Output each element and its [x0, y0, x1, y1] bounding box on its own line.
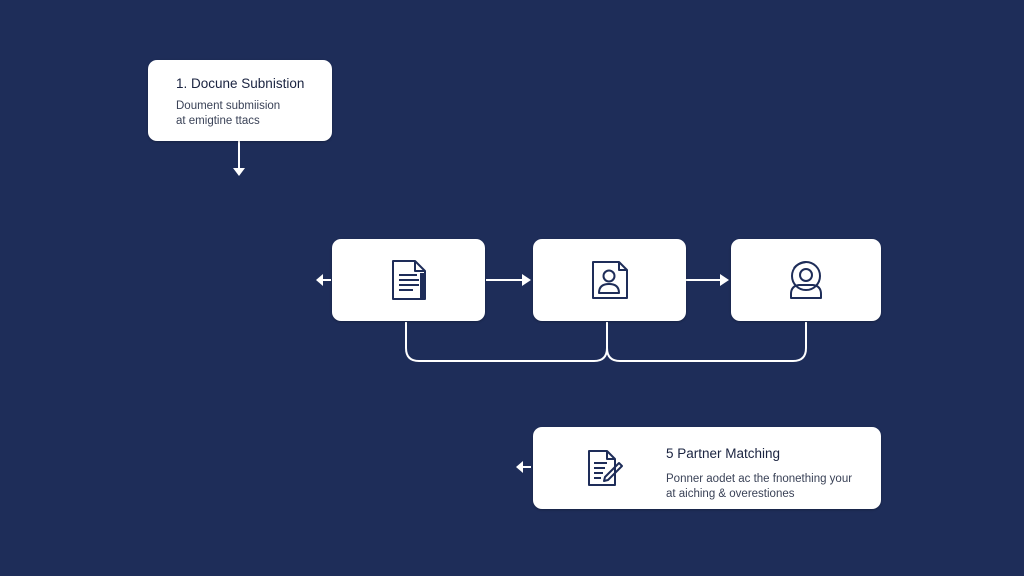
- step-5-description-line-2: at aiching & overestiones: [666, 488, 795, 500]
- step-1-description-line-2: at emigtine ttacs: [176, 115, 260, 127]
- step-5-text: 5 Partner Matching Ponner aodet ac the f…: [666, 445, 852, 502]
- step-5-title: 5 Partner Matching: [666, 446, 781, 461]
- step-5-description-line-1: Ponner aodet ac the fnonething your: [666, 473, 853, 485]
- bottom-loop-connector: [405, 322, 807, 362]
- step-1-description: Doument submiision at emigtine ttacs: [176, 99, 316, 129]
- arrow-card1-to-card2: [486, 274, 531, 286]
- step-1-description-line-1: Doument submiision: [176, 100, 281, 112]
- down-arrow-step1: [233, 141, 245, 176]
- left-arrow-icon-card-1: [316, 274, 331, 286]
- step-4-card[interactable]: [731, 239, 881, 321]
- document-icon: [391, 260, 426, 300]
- step-1-card[interactable]: 1. Docune Subnistion Doument submiision …: [148, 60, 332, 141]
- left-arrow-step5: [516, 461, 531, 473]
- user-camera-icon: [790, 261, 822, 299]
- step-1-title: 1. Docune Subnistion: [176, 76, 305, 91]
- step-3-card[interactable]: [533, 239, 686, 321]
- profile-document-icon: [591, 261, 628, 299]
- step-5-description: Ponner aodet ac the fnonething your at a…: [666, 472, 852, 502]
- step-5-icon-wrap: [583, 447, 625, 489]
- document-edit-icon: [588, 450, 623, 486]
- step-5-card[interactable]: 5 Partner Matching Ponner aodet ac the f…: [533, 427, 881, 509]
- step-2-card[interactable]: [332, 239, 485, 321]
- arrow-card2-to-card3: [685, 274, 729, 286]
